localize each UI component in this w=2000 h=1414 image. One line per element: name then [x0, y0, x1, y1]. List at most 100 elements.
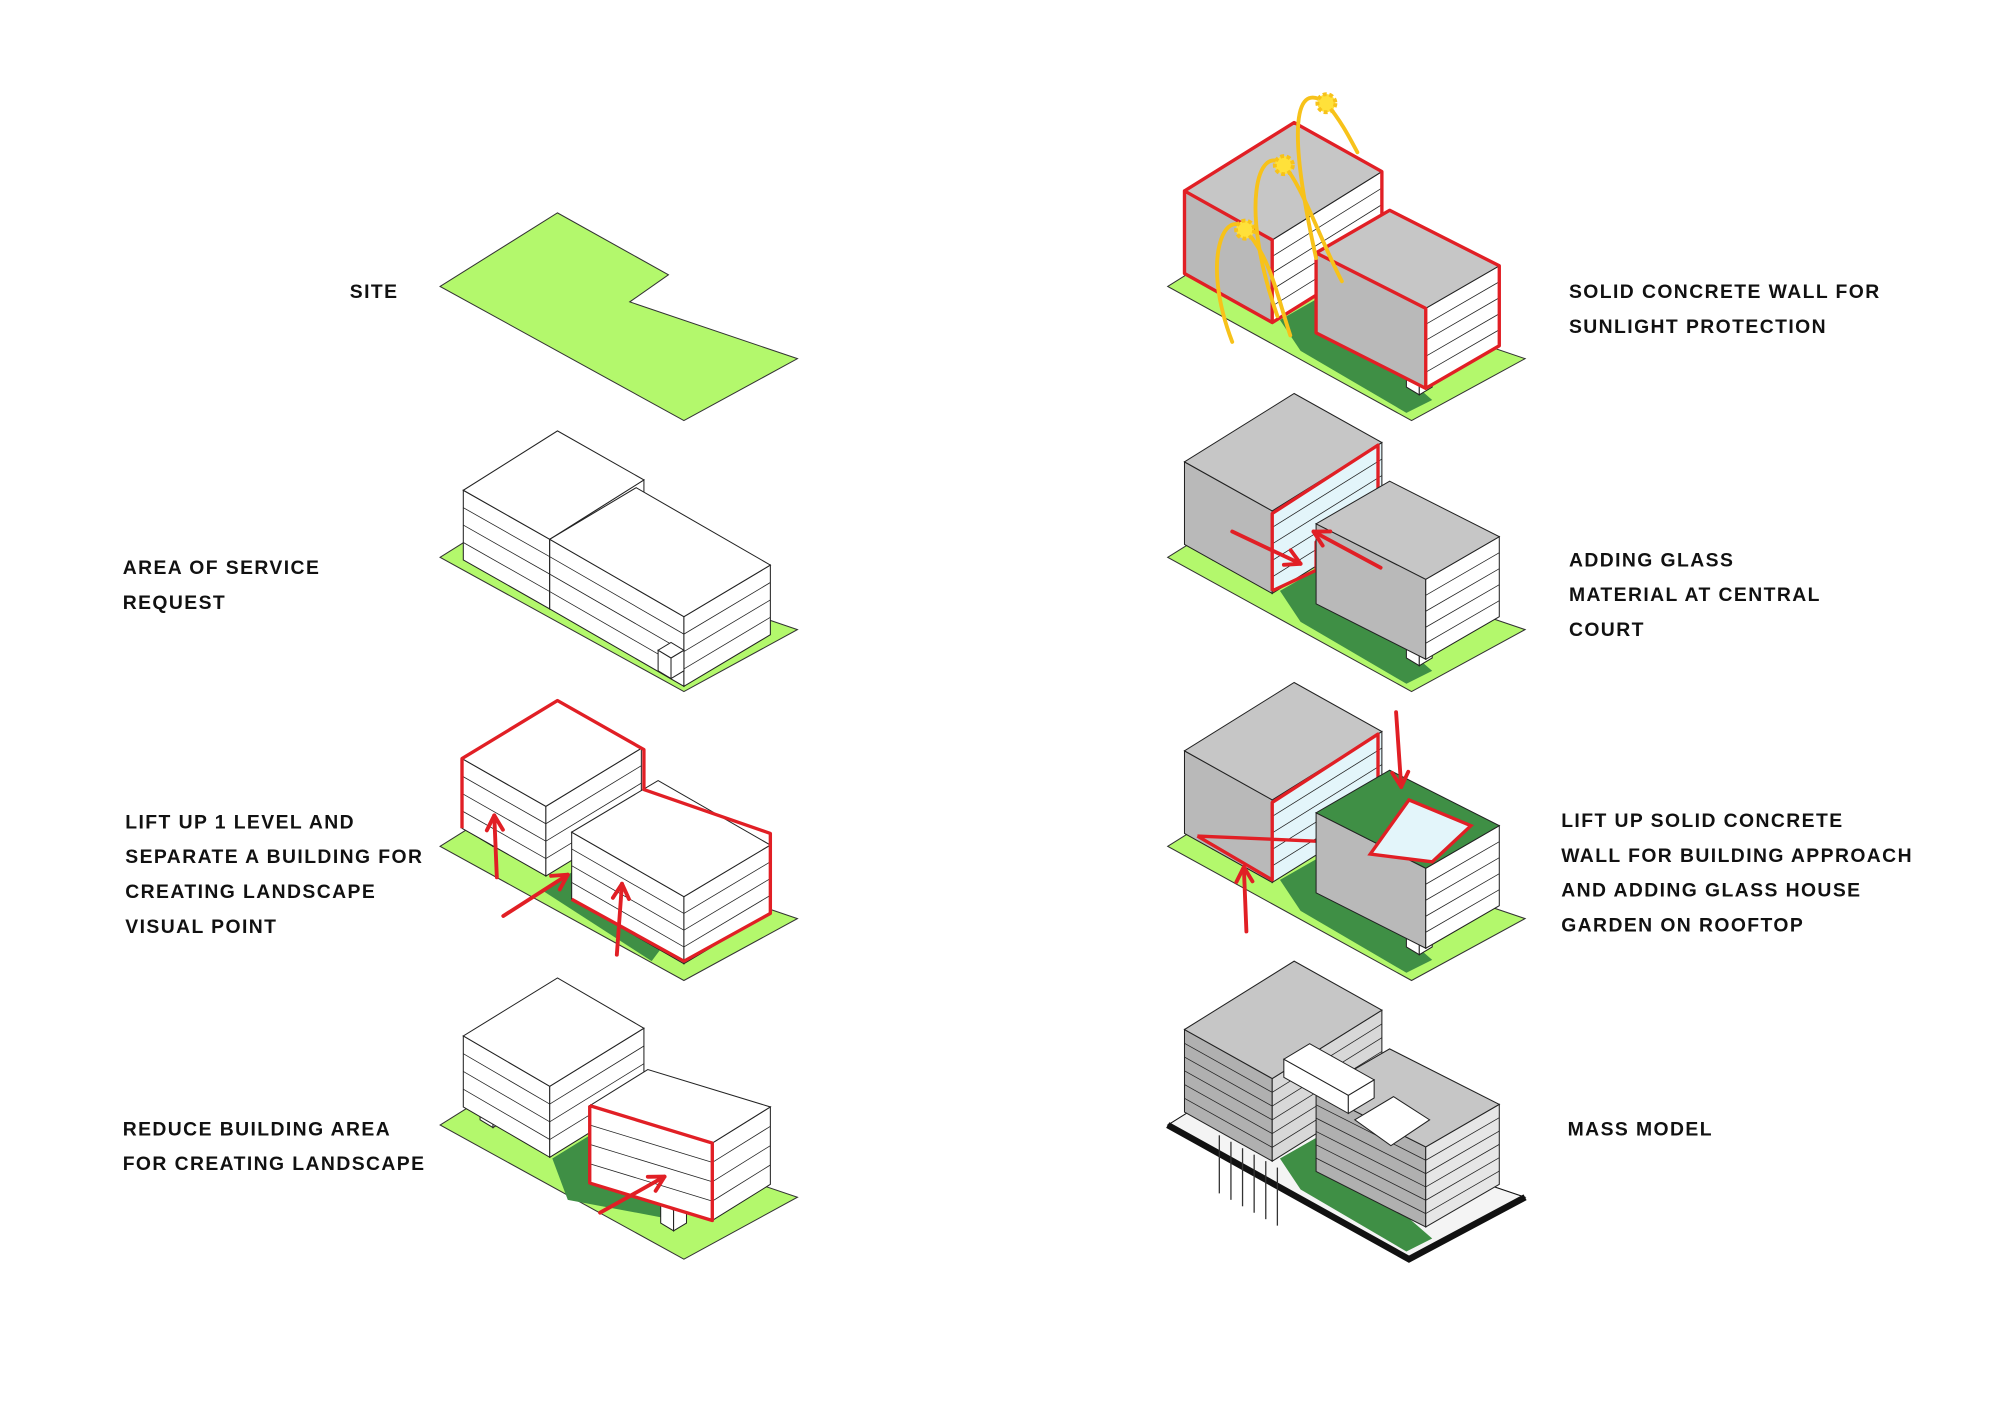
floor-line	[683, 599, 771, 652]
floor-line	[1425, 329, 1500, 373]
floor-line	[549, 1063, 645, 1123]
floor-line	[1425, 1144, 1500, 1188]
floor-line	[1425, 889, 1500, 933]
floor-line	[712, 1164, 771, 1202]
label-line: WALL FOR BUILDING APPROACH	[1561, 845, 1913, 867]
red-arrow	[1230, 529, 1303, 566]
label-line: CREATING LANDSCAPE	[125, 881, 376, 903]
piloti	[657, 641, 685, 680]
rooftop-glass-house	[1367, 797, 1474, 864]
site-edge-curb	[1166, 1122, 1527, 1263]
floor-line	[683, 878, 771, 931]
label-line: LIFT UP SOLID CONCRETE	[1561, 810, 1843, 832]
concrete-block-right	[1314, 208, 1501, 391]
arrow-head-icon	[645, 1174, 667, 1193]
floor-line	[463, 1071, 550, 1123]
floor-line	[1425, 281, 1500, 325]
site-plot	[439, 212, 799, 422]
roof-face	[657, 641, 685, 659]
label-mass-model: MASS MODEL	[1568, 1118, 1713, 1140]
label-line: VISUAL POINT	[125, 916, 277, 938]
floor-line	[1272, 187, 1383, 257]
floor-line	[463, 524, 550, 575]
floor-line	[1425, 552, 1500, 596]
floor-line	[1272, 764, 1383, 834]
floor-line	[463, 1088, 550, 1140]
floor-line	[712, 1125, 771, 1163]
floor-line	[1272, 747, 1383, 817]
label-adding-glass: ADDING GLASS MATERIAL AT CENTRAL COURT	[1569, 549, 1821, 641]
roof-face	[1183, 392, 1383, 512]
arrow-head-icon	[610, 881, 631, 901]
floor-line	[549, 573, 685, 652]
label-reduce-area: REDUCE BUILDING AREA FOR CREATING LANDSCA…	[123, 1118, 426, 1175]
floor-line	[461, 793, 547, 842]
floor-line	[461, 775, 547, 825]
label-line: REDUCE BUILDING AREA	[123, 1118, 391, 1140]
floor-line	[589, 1143, 713, 1183]
roof-face	[462, 977, 645, 1087]
red-arrow	[1241, 865, 1249, 934]
floor-line	[1315, 1157, 1426, 1214]
floor-line	[1315, 1104, 1426, 1161]
building-left	[460, 699, 643, 877]
floor-line	[463, 1053, 550, 1105]
floor-line	[1425, 313, 1500, 357]
red-outline	[1314, 208, 1501, 391]
floor-line	[1425, 857, 1500, 901]
roof-structure	[1282, 1043, 1376, 1115]
label-line: GARDEN ON ROOFTOP	[1561, 914, 1804, 936]
red-outline	[460, 698, 773, 963]
floor-line	[1425, 841, 1500, 885]
floor-line	[1425, 1117, 1500, 1161]
floor-line	[1425, 600, 1500, 644]
label-line: ADDING GLASS	[1569, 549, 1734, 571]
arrow-head-icon	[1234, 865, 1255, 884]
floor-line	[1315, 1117, 1426, 1174]
floor-line	[545, 782, 642, 842]
label-line: FOR CREATING LANDSCAPE	[123, 1153, 426, 1175]
floor-line	[683, 895, 771, 948]
red-arrow	[598, 1174, 667, 1215]
floor-line	[1272, 475, 1383, 545]
roof-face	[1183, 960, 1383, 1080]
floor-line	[683, 861, 771, 914]
red-arrow	[501, 872, 570, 918]
sun-icon	[1234, 218, 1257, 241]
label-line: SUNLIGHT PROTECTION	[1569, 316, 1827, 338]
roof-face	[1315, 480, 1501, 580]
arrow-head-icon	[484, 813, 505, 833]
floor-line	[1425, 1130, 1500, 1174]
floor-line	[1184, 1098, 1273, 1148]
label-line: COURT	[1569, 619, 1645, 641]
arrow-head-icon	[1311, 529, 1333, 548]
floor-line	[1425, 584, 1500, 628]
floor-line	[1272, 204, 1383, 274]
roof-face	[1282, 1043, 1376, 1096]
floor-line	[1272, 458, 1383, 528]
red-outline	[588, 1104, 714, 1223]
floor-line	[549, 1045, 645, 1105]
floor-line	[463, 507, 550, 558]
label-solid-concrete: SOLID CONCRETE WALL FOR SUNLIGHT PROTECTI…	[1569, 281, 1881, 338]
floor-line	[1425, 297, 1500, 341]
building-right	[588, 1068, 772, 1223]
floor-line	[549, 556, 685, 635]
roof-face	[462, 430, 645, 540]
label-line: LIFT UP 1 LEVEL AND	[125, 811, 355, 833]
concrete-block-right	[1315, 480, 1501, 661]
floor-line	[1184, 1056, 1273, 1107]
label-line: SOLID CONCRETE WALL FOR	[1569, 281, 1881, 303]
sun-icon	[1315, 92, 1338, 115]
label-line: SEPARATE A BUILDING FOR	[125, 846, 423, 868]
label-line: MATERIAL AT CENTRAL	[1569, 584, 1821, 606]
floor-line	[1425, 873, 1500, 917]
building-left	[462, 977, 645, 1159]
roof-face	[548, 487, 772, 618]
floor-line	[1184, 1042, 1273, 1093]
floor-line	[683, 582, 771, 635]
arrow-head-icon	[1390, 769, 1411, 789]
